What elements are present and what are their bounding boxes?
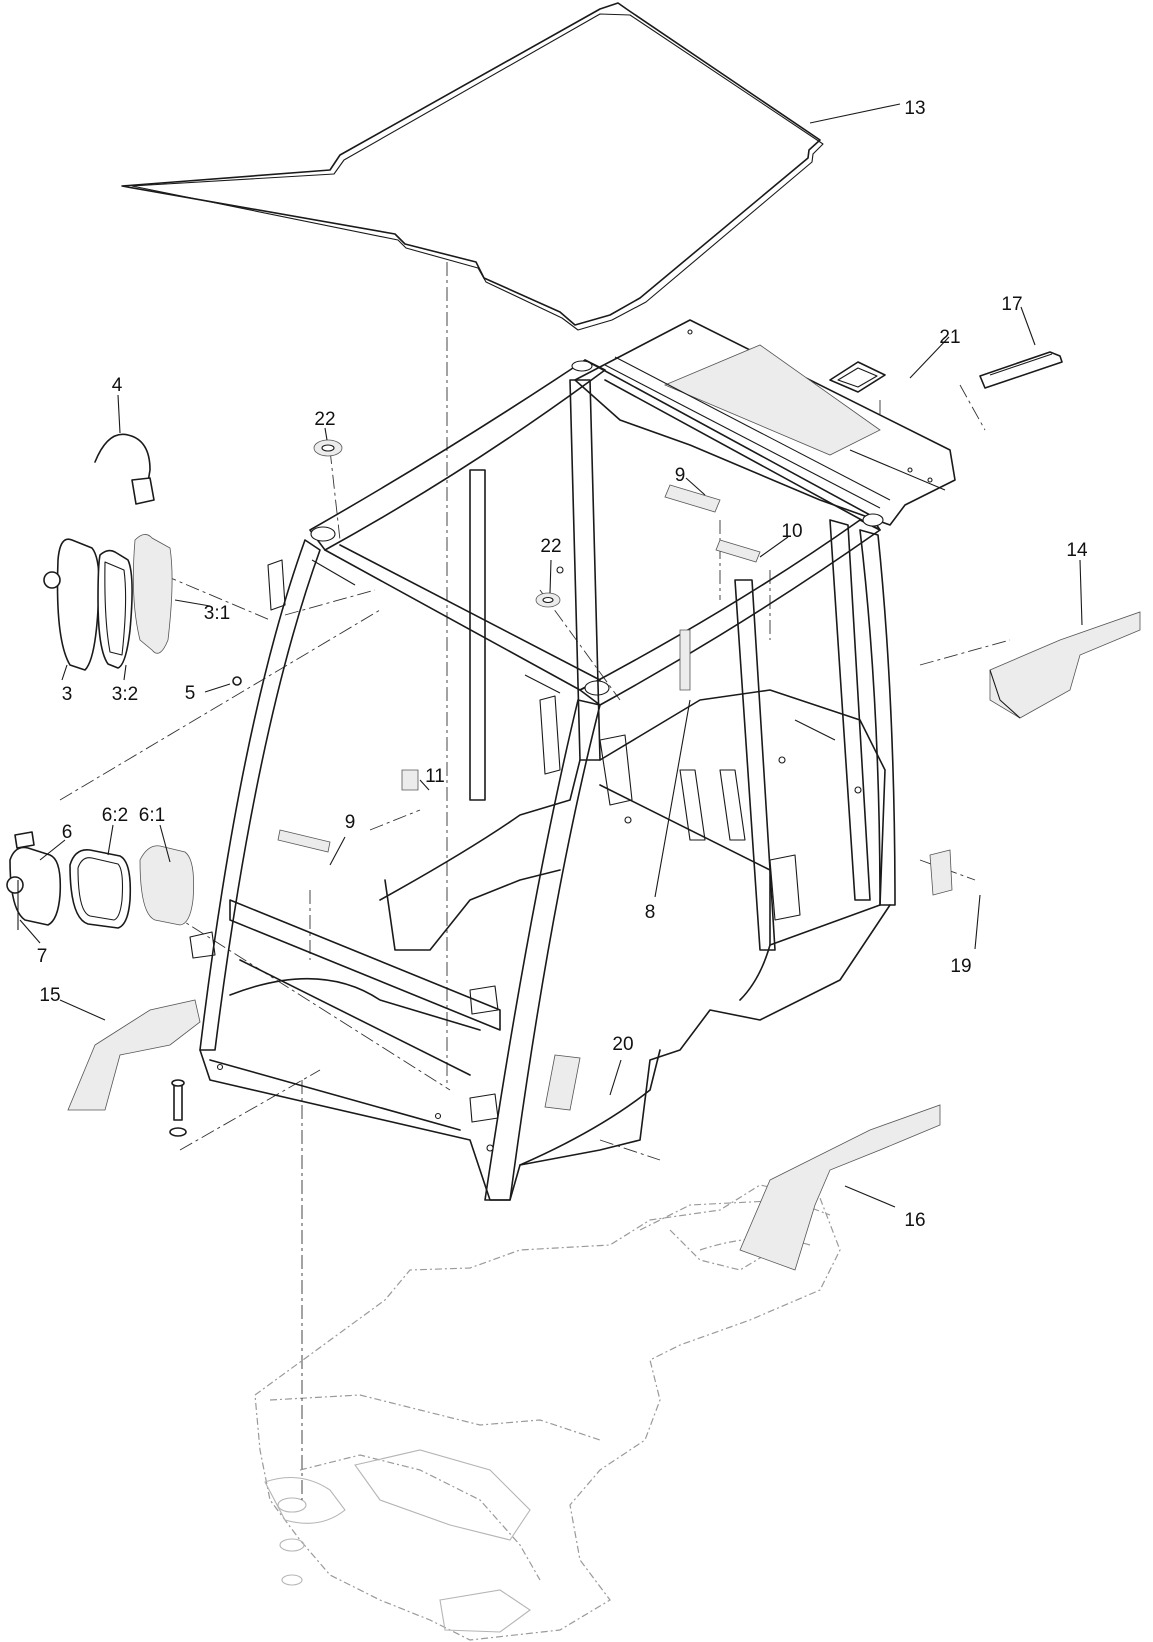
callout-21: 21 xyxy=(939,327,960,348)
callout-11: 11 xyxy=(425,766,445,787)
callout-13: 13 xyxy=(904,98,925,119)
leader-lines xyxy=(19,103,1083,1208)
callout-5: 5 xyxy=(185,683,196,704)
callout-22-top: 22 xyxy=(314,409,335,430)
callout-3: 3 xyxy=(62,684,73,705)
callout-16: 16 xyxy=(904,1210,925,1231)
bolt-and-washer xyxy=(169,1079,187,1137)
callout-3-2: 3:2 xyxy=(112,684,138,705)
callout-4: 4 xyxy=(112,375,123,396)
gasket-part-21 xyxy=(829,361,886,393)
callout-9-top: 9 xyxy=(675,465,686,486)
mirror-assembly-part-6 xyxy=(6,831,195,930)
callout-15: 15 xyxy=(39,985,60,1006)
seal-strip-part-17 xyxy=(979,351,1063,389)
fender-part-14 xyxy=(989,611,1141,719)
cab-roof-frame xyxy=(574,319,956,526)
callout-3-1: 3:1 xyxy=(204,603,230,624)
washer-part-22 xyxy=(313,439,561,608)
callout-9-lower: 9 xyxy=(345,812,356,833)
cab-frame xyxy=(189,359,953,1201)
callout-17: 17 xyxy=(1001,294,1022,315)
callout-6-2: 6:2 xyxy=(102,805,128,826)
callout-6-1: 6:1 xyxy=(139,805,165,826)
roof-seal-part-13 xyxy=(121,2,824,331)
fastener-part-5 xyxy=(232,676,242,686)
callout-20: 20 xyxy=(612,1034,633,1055)
callout-14: 14 xyxy=(1066,540,1088,561)
mirror-assembly-part-3 xyxy=(43,433,173,671)
callout-labels: 13 17 21 4 22 9 10 22 14 3:1 3 3:2 5 11 … xyxy=(37,98,1088,1231)
callout-6: 6 xyxy=(62,822,73,843)
fender-part-16 xyxy=(739,1104,941,1271)
assembly-lines xyxy=(59,262,1011,1500)
callout-8: 8 xyxy=(645,902,656,923)
callout-22-mid: 22 xyxy=(540,536,561,557)
callout-10: 10 xyxy=(781,521,802,542)
callout-19: 19 xyxy=(950,956,971,977)
fender-part-15 xyxy=(67,999,201,1111)
callout-7: 7 xyxy=(37,946,48,967)
